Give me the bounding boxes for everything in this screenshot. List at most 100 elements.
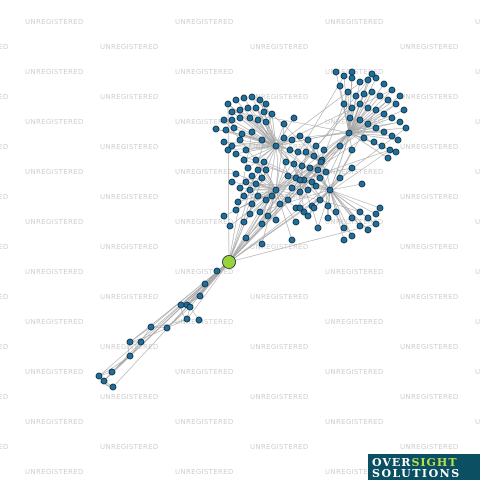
graph-node [304, 136, 312, 144]
graph-node [296, 188, 304, 196]
graph-node [332, 68, 340, 76]
graph-node [290, 160, 298, 168]
graph-node [356, 222, 364, 230]
graph-edge [228, 161, 265, 263]
graph-node [358, 180, 366, 188]
graph-node [396, 92, 404, 100]
graph-node [240, 156, 248, 164]
graph-node [368, 70, 376, 78]
graph-node [306, 164, 314, 172]
watermark-text: UNREGISTERED [0, 43, 9, 51]
graph-node [372, 210, 380, 218]
watermark-text: UNREGISTERED [175, 168, 234, 176]
graph-node [258, 174, 266, 182]
watermark-text: UNREGISTERED [175, 68, 234, 76]
watermark-text: UNREGISTERED [475, 318, 480, 326]
graph-node [262, 196, 270, 204]
graph-node [262, 100, 270, 108]
graph-node [345, 129, 353, 137]
graph-node [226, 222, 234, 230]
graph-node [372, 220, 380, 228]
graph-node [284, 196, 292, 204]
graph-node [262, 166, 270, 174]
graph-node [238, 130, 246, 138]
graph-node [244, 164, 252, 172]
graph-edge [348, 132, 389, 159]
graph-node [332, 208, 340, 216]
graph-node [195, 316, 203, 324]
graph-edge [243, 189, 277, 223]
graph-node [258, 240, 266, 248]
graph-node [252, 156, 260, 164]
watermark-text: UNREGISTERED [25, 418, 84, 426]
graph-node [314, 224, 322, 232]
graph-node [230, 124, 238, 132]
graph-node [288, 184, 296, 192]
graph-node [310, 152, 318, 160]
graph-edge [275, 189, 293, 241]
graph-node [312, 142, 320, 150]
graph-node [310, 204, 318, 212]
graph-edge [259, 189, 331, 213]
graph-node [364, 120, 372, 128]
watermark-text: UNREGISTERED [400, 443, 459, 451]
node-layer [95, 68, 410, 391]
watermark-text: UNREGISTERED [25, 318, 84, 326]
graph-node [246, 186, 254, 194]
graph-node [232, 170, 240, 178]
graph-node [290, 114, 298, 122]
graph-node [336, 174, 344, 182]
watermark-text: UNREGISTERED [25, 68, 84, 76]
graph-node [348, 104, 356, 112]
watermark-text: UNREGISTERED [0, 393, 9, 401]
watermark-text: UNREGISTERED [400, 293, 459, 301]
watermark-text: UNREGISTERED [475, 18, 480, 26]
graph-node [364, 214, 372, 222]
graph-node [254, 192, 262, 200]
watermark-text: UNREGISTERED [325, 268, 384, 276]
graph-node [324, 202, 332, 210]
graph-node [163, 324, 171, 332]
graph-edge [228, 131, 253, 263]
graph-node [183, 315, 191, 323]
graph-node [340, 224, 348, 232]
graph-node [260, 158, 268, 166]
graph-node [388, 86, 396, 94]
watermark-text: UNREGISTERED [0, 193, 9, 201]
graph-node [240, 94, 248, 102]
graph-node [242, 146, 250, 154]
graph-node [280, 120, 288, 128]
graph-node [364, 76, 372, 84]
focus-node [222, 255, 236, 269]
graph-node [380, 128, 388, 136]
watermark-text: UNREGISTERED [400, 143, 459, 151]
graph-node [242, 178, 250, 186]
graph-edge [348, 132, 399, 141]
graph-node [224, 100, 232, 108]
watermark-text: UNREGISTERED [250, 443, 309, 451]
graph-edge [227, 103, 230, 263]
graph-node [394, 136, 402, 144]
graph-node [248, 128, 256, 136]
graph-node [186, 303, 194, 311]
watermark-text: UNREGISTERED [0, 93, 9, 101]
graph-node [372, 74, 380, 82]
graph-node [316, 196, 324, 204]
graph-node [248, 200, 256, 208]
watermark-text: UNREGISTERED [0, 243, 9, 251]
graph-node [352, 92, 360, 100]
graph-node [256, 208, 264, 216]
graph-node [392, 148, 400, 156]
graph-node [220, 116, 228, 124]
watermark-text: UNREGISTERED [250, 343, 309, 351]
graph-node [228, 108, 236, 116]
graph-node [272, 216, 280, 224]
watermark-text: UNREGISTERED [175, 218, 234, 226]
graph-node [292, 218, 300, 226]
graph-node [386, 146, 394, 154]
graph-node [95, 372, 103, 380]
graph-node [360, 134, 368, 142]
watermark-text: UNREGISTERED [100, 243, 159, 251]
watermark-text: UNREGISTERED [325, 18, 384, 26]
